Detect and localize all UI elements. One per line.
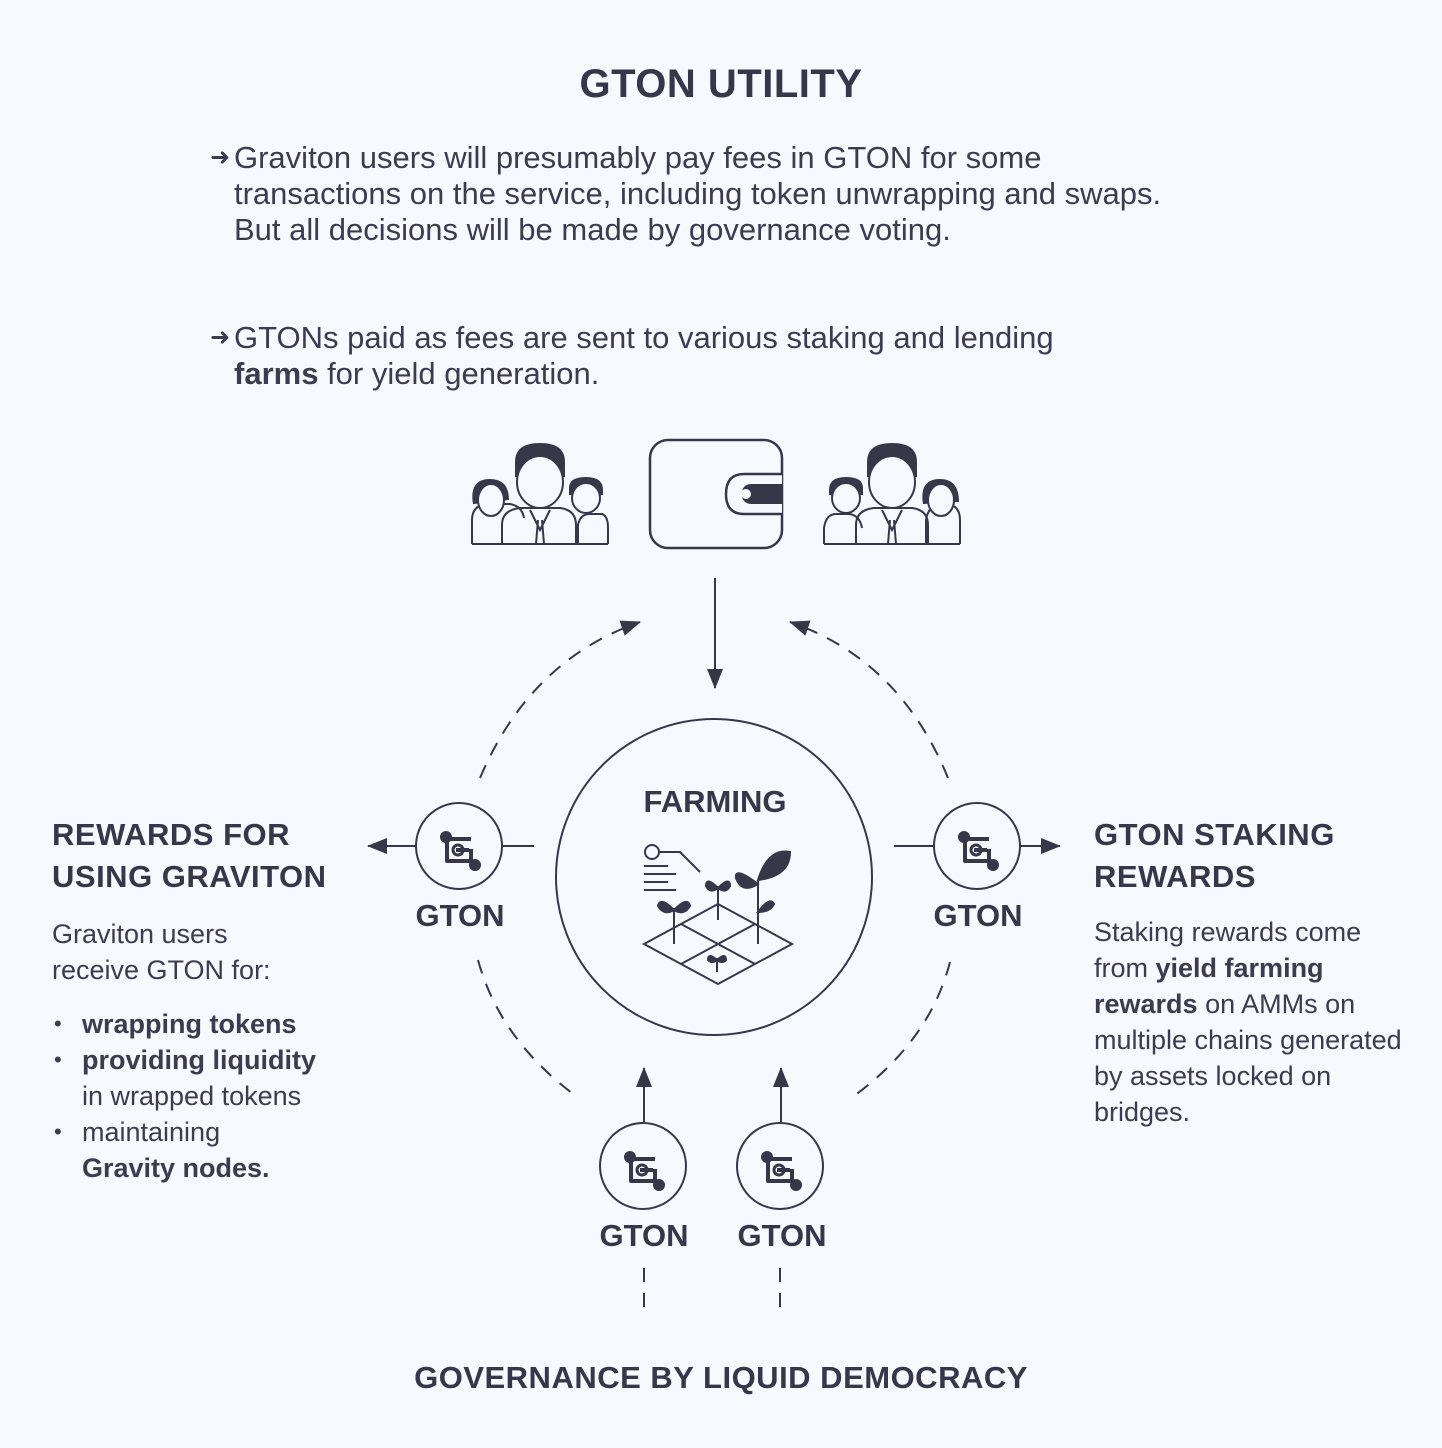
users-right-icon — [823, 442, 961, 545]
dashed-arc-left-bottom — [477, 959, 577, 1097]
wallet-icon — [648, 438, 784, 550]
dashed-arrow-left-up — [479, 620, 641, 779]
gton-label-bottom-left: GTON — [599, 1218, 689, 1253]
fee-bullet-text: Graviton users will presumably pay fees … — [234, 140, 1162, 247]
gton-token-left-icon — [415, 802, 503, 890]
gton-label-right: GTON — [933, 898, 1023, 933]
farming-icon — [641, 844, 795, 986]
list-item: wrapping tokens — [52, 1006, 382, 1042]
users-left-icon — [471, 442, 609, 545]
farming-circle — [555, 718, 873, 1036]
farms-bold: farms — [234, 356, 319, 391]
gton-label-left: GTON — [415, 898, 505, 933]
fee-bullet: ➜ Graviton users will presumably pay fee… — [210, 140, 1210, 248]
page-title: GTON UTILITY — [579, 62, 863, 106]
farming-label: FARMING — [643, 784, 787, 819]
gton-token-bottom-left-icon — [599, 1122, 687, 1210]
arrow-right-icon: ➜ — [210, 144, 231, 171]
dashed-arc-right-bottom — [853, 961, 951, 1097]
staking-panel: GTON STAKING REWARDS Staking rewards com… — [1094, 814, 1414, 1130]
rewards-intro: Graviton users receive GTON for: — [52, 919, 271, 985]
farms-bullet-text: GTONs paid as fees are sent to various s… — [234, 320, 1054, 391]
footer-caption: GOVERNANCE BY LIQUID DEMOCRACY — [414, 1360, 1028, 1395]
dashed-arrow-right-up — [789, 620, 949, 779]
gton-token-right-icon — [933, 802, 1021, 890]
staking-text: Staking rewards come from yield farming … — [1094, 917, 1402, 1127]
staking-heading: GTON STAKING REWARDS — [1094, 817, 1335, 894]
gton-token-bottom-right-icon — [736, 1122, 824, 1210]
arrow-right-icon: ➜ — [210, 324, 231, 351]
rewards-heading: REWARDS FOR USING GRAVITON — [52, 817, 327, 894]
gton-label-bottom-right: GTON — [737, 1218, 827, 1253]
rewards-panel: REWARDS FOR USING GRAVITON Graviton user… — [52, 814, 382, 1186]
farms-bullet: ➜ GTONs paid as fees are sent to various… — [210, 320, 1210, 392]
